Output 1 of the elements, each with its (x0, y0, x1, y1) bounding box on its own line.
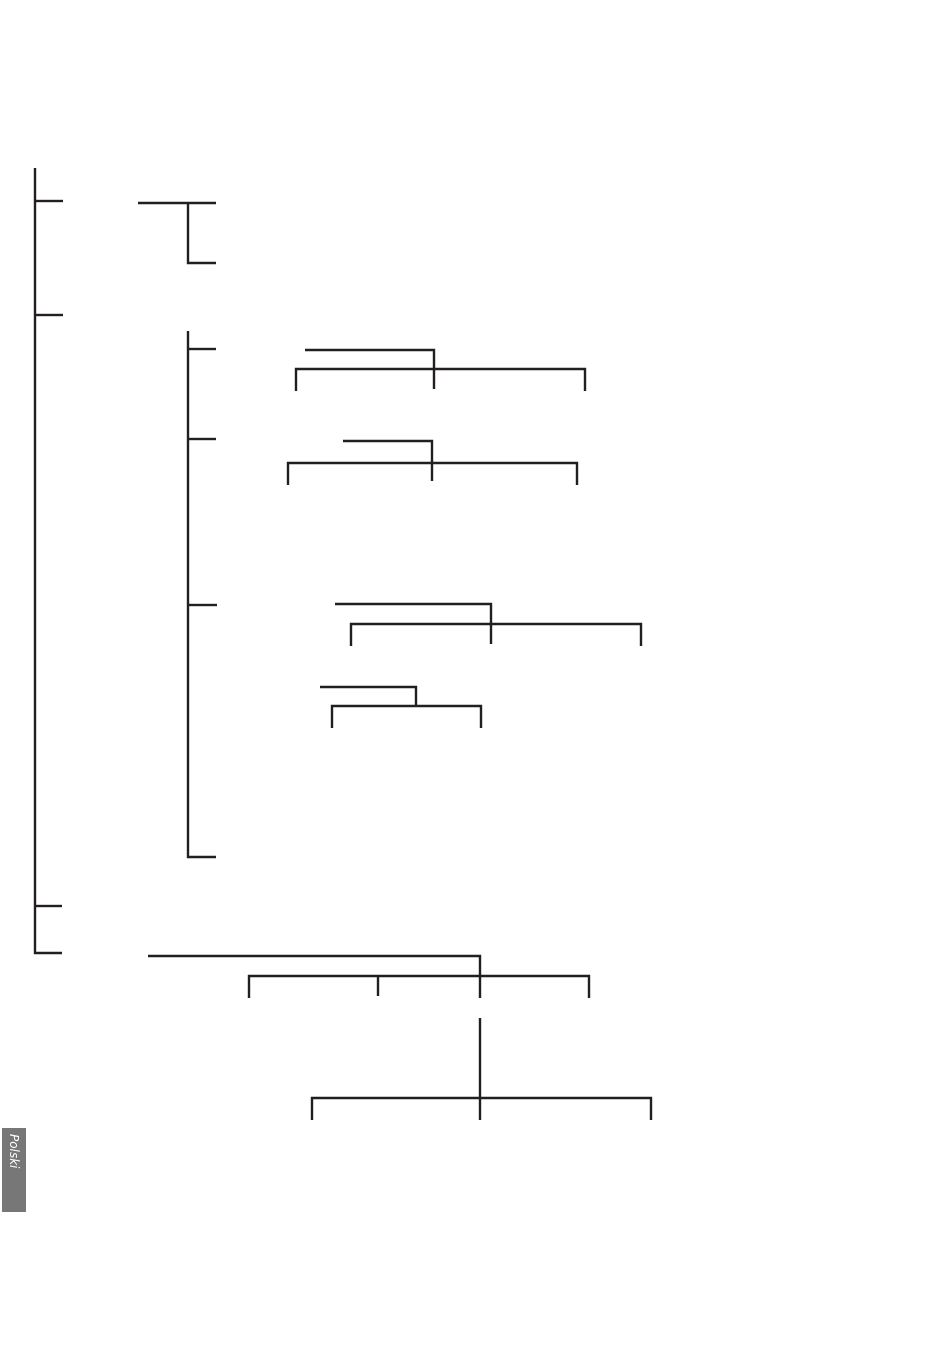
language-tab: Polski (2, 1128, 26, 1212)
